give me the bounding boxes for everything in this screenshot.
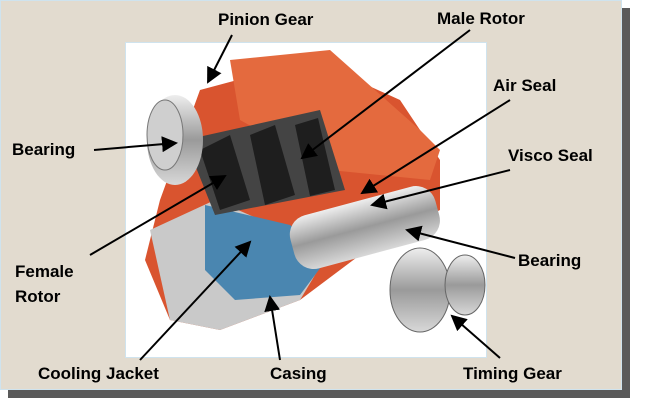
cooling-jacket <box>205 205 330 300</box>
leader-arrows <box>89 29 516 361</box>
female-rotor-arrow <box>89 174 227 256</box>
cooling-jacket-arrow <box>139 240 252 361</box>
label-female-rotor-line2: Rotor <box>15 287 61 306</box>
bearing-right-arrow <box>405 225 516 259</box>
label-visco-seal: Visco Seal <box>508 146 593 165</box>
label-pinion-gear: Pinion Gear <box>218 10 314 29</box>
label-female-rotor-line1: Female <box>15 262 74 281</box>
label-cooling-jacket: Cooling Jacket <box>38 364 159 383</box>
label-air-seal: Air Seal <box>493 76 557 95</box>
male-rotor-arrow <box>300 29 471 160</box>
label-casing: Casing <box>270 364 327 383</box>
air-seal-arrow <box>360 99 511 195</box>
label-male-rotor: Male Rotor <box>437 9 525 28</box>
label-bearing-left: Bearing <box>12 140 76 159</box>
label-bearing-right: Bearing <box>518 251 582 270</box>
label-timing-gear: Timing Gear <box>463 364 562 383</box>
bearing-left-arrow <box>93 136 178 153</box>
pinion-gear-arrow <box>207 34 233 84</box>
visco-seal-arrow <box>370 169 511 210</box>
casing-arrow <box>264 295 281 361</box>
timing-gear-arrow <box>450 314 501 359</box>
